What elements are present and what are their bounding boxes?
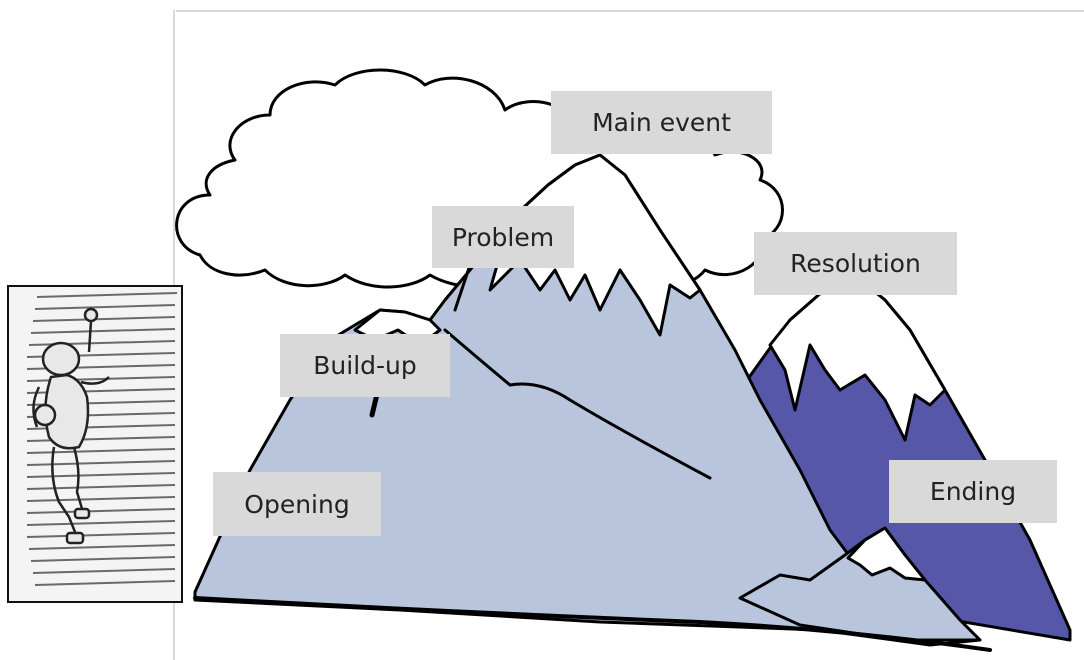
- label-problem: Problem: [432, 206, 574, 268]
- small-mountain-snow: [846, 526, 927, 582]
- climber-figure: [32, 307, 110, 545]
- main-mountain-snow: [488, 153, 702, 337]
- label-build-up: Build-up: [280, 334, 450, 397]
- frame-top-line: [176, 10, 1084, 12]
- label-opening: Opening: [213, 472, 381, 536]
- ridge-line-1: [443, 328, 712, 480]
- ground-line: [193, 596, 992, 652]
- label-resolution: Resolution: [754, 232, 957, 295]
- label-main-event: Main event: [551, 91, 772, 154]
- climber-on-text-wall-illustration: [7, 285, 183, 603]
- label-ending: Ending: [889, 460, 1057, 523]
- ridge-line-3: [453, 263, 472, 312]
